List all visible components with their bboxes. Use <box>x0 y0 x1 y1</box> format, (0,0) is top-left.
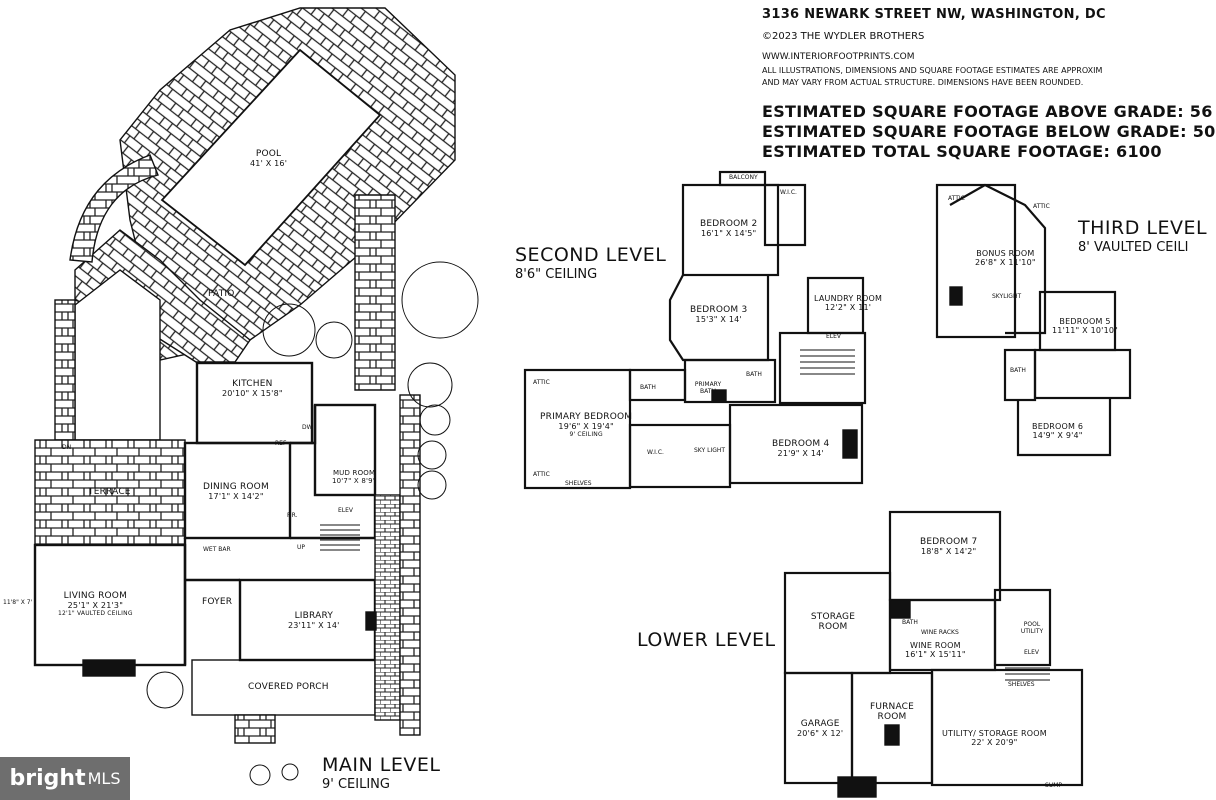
copyright: ©2023 THE WYDLER BROTHERS <box>762 31 925 42</box>
disclaimer-line-2: AND MAY VARY FROM ACTUAL STRUCTURE. DIME… <box>762 78 1084 87</box>
third-attic-left-label: ATTIC <box>948 195 965 202</box>
disclaimer-line-1: ALL ILLUSTRATIONS, DIMENSIONS AND SQUARE… <box>762 66 1103 75</box>
second-level-walls <box>523 170 867 490</box>
bright-mls-logo: bright MLS <box>0 757 130 800</box>
dining-walls <box>183 441 292 540</box>
balcony-label: BALCONY <box>729 174 758 181</box>
second-level-title: SECOND LEVEL 8'6" CEILING <box>515 244 667 282</box>
dw-label: DW <box>302 424 313 431</box>
lower-shelves-label: SHELVES <box>1008 681 1035 688</box>
lawn <box>74 269 161 441</box>
second-bath-2-label: BATH <box>746 371 762 378</box>
lower-level-walls <box>783 510 1084 787</box>
pool-utility-label: POOL UTILITY <box>1020 621 1044 635</box>
main-up-label: UP <box>297 544 306 551</box>
foyer-label: FOYER <box>202 597 233 607</box>
side-room-dim: 11'8" X 7' <box>3 599 33 606</box>
primary-bath-label: PRIMARY BATH <box>694 381 722 395</box>
patio-label: PATIO <box>208 289 235 299</box>
third-attic-right-label: ATTIC <box>1033 203 1050 210</box>
second-attic-bottom-label: ATTIC <box>533 471 550 478</box>
terrace-area <box>34 439 186 546</box>
sump-label: SUMP <box>1045 782 1062 789</box>
main-level-title: MAIN LEVEL 9' CEILING <box>322 754 441 792</box>
ref-label: REF <box>275 440 287 447</box>
trees <box>146 261 479 786</box>
storage-room-label: STORAGE ROOM <box>810 612 856 632</box>
website: WWW.INTERIORFOOTPRINTS.COM <box>762 52 915 62</box>
wet-bar-label: WET BAR <box>203 546 231 553</box>
skylight-label: SKYLIGHT <box>992 293 1022 300</box>
logo-text: bright <box>9 766 86 791</box>
brick-column <box>374 494 401 721</box>
third-bath-label: BATH <box>1010 367 1026 374</box>
garden-curve <box>69 154 159 263</box>
powder-room-label: P.R. <box>287 512 298 519</box>
sqft-above-grade: ESTIMATED SQUARE FOOTAGE ABOVE GRADE: 56 <box>762 102 1213 121</box>
furnace-room-label: FURNACE ROOM <box>869 702 915 722</box>
mud-walls <box>313 403 377 497</box>
wine-racks-label: WINE RACKS <box>921 629 959 636</box>
second-wic-2-label: W.I.C. <box>780 189 797 196</box>
second-attic-top-label: ATTIC <box>533 379 550 386</box>
pool <box>160 48 382 267</box>
lower-level-title: LOWER LEVEL <box>637 629 776 651</box>
terrace-label: TERRACE <box>88 487 131 497</box>
lower-bath-label: BATH <box>902 619 918 626</box>
lower-elevator-label: ELEV <box>1024 649 1040 656</box>
sqft-total: ESTIMATED TOTAL SQUARE FOOTAGE: 6100 <box>762 142 1162 161</box>
covered-porch-label: COVERED PORCH <box>248 682 329 692</box>
property-address: 3136 NEWARK STREET NW, WASHINGTON, DC <box>762 7 1106 22</box>
third-level-walls <box>935 183 1132 457</box>
logo-suffix: MLS <box>87 769 121 788</box>
third-level-title: THIRD LEVEL 8' VAULTED CEILI <box>1078 217 1208 255</box>
second-shelves-label: SHELVES <box>565 480 592 487</box>
sky-light-label: SKY LIGHT <box>694 447 726 454</box>
sqft-below-grade: ESTIMATED SQUARE FOOTAGE BELOW GRADE: 50 <box>762 122 1216 141</box>
second-bath-label: BATH <box>640 384 656 391</box>
main-dn-label: DN <box>62 444 72 451</box>
second-wic-label: W.I.C. <box>647 449 664 456</box>
kitchen-walls <box>195 361 314 445</box>
second-elevator-label: ELEV <box>826 333 842 340</box>
main-elevator-label: ELEV <box>338 507 354 514</box>
